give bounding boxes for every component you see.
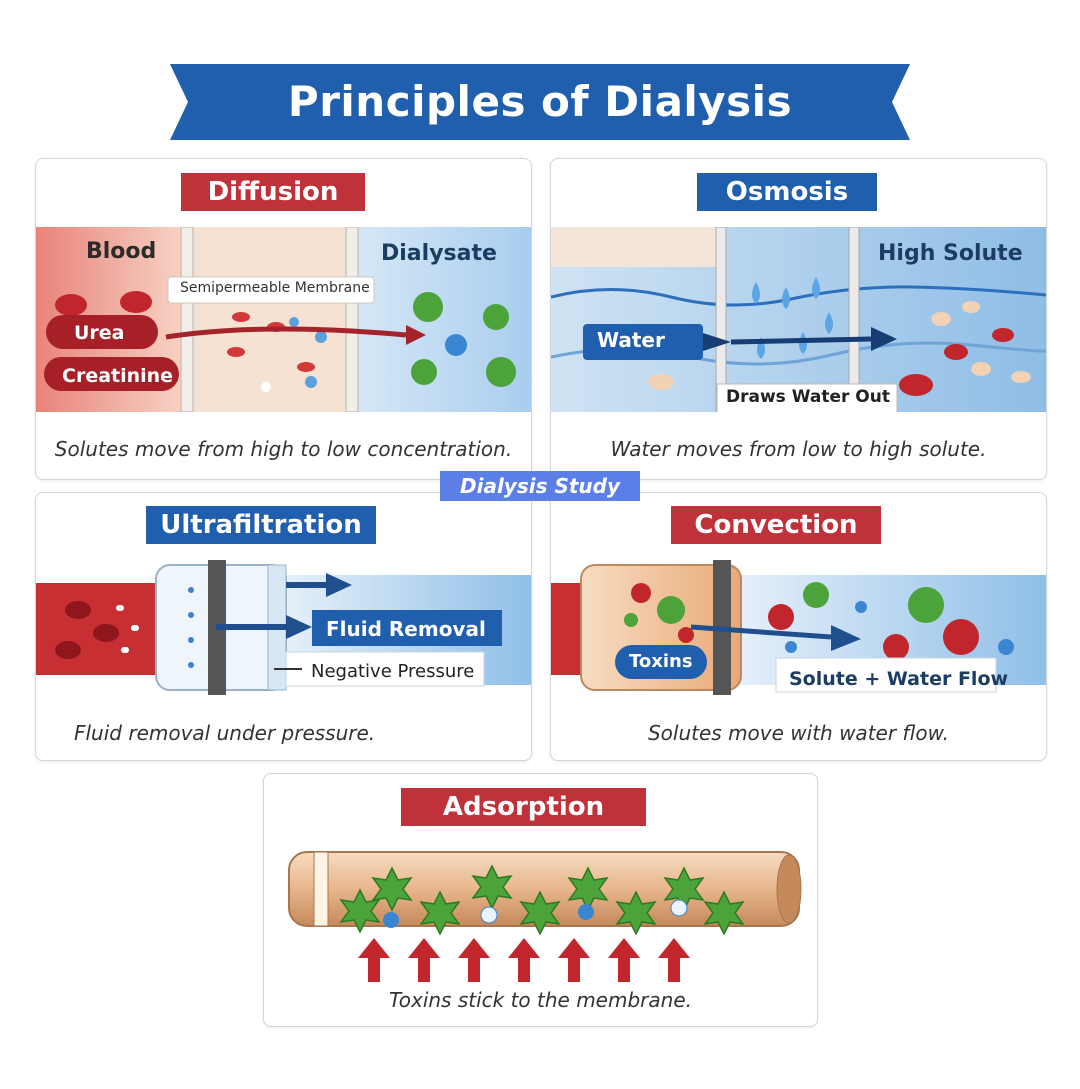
- draws-water-label: Draws Water Out: [726, 387, 890, 407]
- blood-label: Blood: [86, 239, 157, 264]
- membrane-label: Semipermeable Membrane: [180, 280, 370, 296]
- fluid-removal-label: Fluid Removal: [326, 617, 486, 641]
- osmosis-caption: Water moves from low to high solute.: [610, 437, 987, 461]
- diffusion-caption: Solutes move from high to low concentrat…: [54, 437, 513, 461]
- banner-ribbon: [170, 64, 910, 140]
- tag-diffusion: Diffusion: [181, 173, 365, 211]
- panel-osmosis: Osmosis High Solute Water Draws Water Ou…: [550, 158, 1047, 480]
- creatinine-label: Creatinine: [62, 365, 174, 387]
- urea-label: Urea: [74, 322, 125, 344]
- solute-water-flow-label: Solute + Water Flow: [789, 668, 1009, 690]
- convection-illustration: [551, 560, 1046, 695]
- ultrafiltration-caption: Fluid removal under pressure.: [74, 721, 376, 745]
- panel-convection: Convection Toxins Solute + Water Flow So…: [550, 492, 1047, 761]
- ultrafiltration-illustration: [36, 560, 531, 695]
- tag-ultrafiltration: Ultrafiltration: [146, 506, 376, 544]
- toxins-label: Toxins: [629, 651, 693, 672]
- convection-caption: Solutes move with water flow.: [647, 721, 950, 745]
- tag-osmosis: Osmosis: [697, 173, 877, 211]
- panel-ultrafiltration: Ultrafiltration Fluid Removal Negative P…: [35, 492, 532, 761]
- page-title: Principles of Dialysis: [287, 77, 793, 126]
- negative-pressure-label: Negative Pressure: [311, 661, 475, 682]
- watermark-label: Dialysis Study: [440, 471, 640, 501]
- panel-diffusion: Diffusion Blood Dialysate Semipermeable: [35, 158, 532, 480]
- panel-adsorption: Adsorption: [263, 773, 818, 1027]
- high-solute-label: High Solute: [878, 241, 1023, 266]
- tag-convection: Convection: [671, 506, 881, 544]
- adsorption-caption: Toxins stick to the membrane.: [389, 988, 692, 1012]
- title-banner: Principles of Dialysis: [170, 64, 910, 140]
- water-label: Water: [597, 328, 665, 352]
- osmosis-illustration: [551, 227, 1046, 412]
- dialysate-label: Dialysate: [381, 241, 497, 266]
- tag-adsorption: Adsorption: [401, 788, 646, 826]
- adsorption-illustration: [288, 851, 802, 982]
- diffusion-illustration: [36, 227, 531, 412]
